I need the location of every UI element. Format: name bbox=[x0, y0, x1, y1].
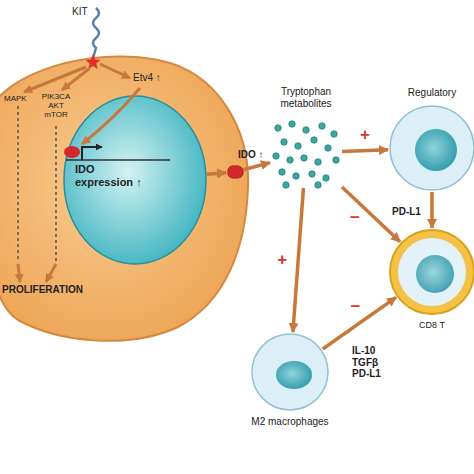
enzyme-blob bbox=[228, 166, 243, 178]
receptor-label: KIT bbox=[72, 6, 88, 18]
metabolite-cluster: Tryptophan metabolites bbox=[270, 118, 342, 188]
promoter-arrow bbox=[82, 147, 102, 160]
pathway-dotted-line bbox=[17, 106, 19, 262]
effect-sign: − bbox=[350, 297, 360, 317]
flow-arrow bbox=[293, 188, 304, 332]
nucleus: IDO expression ↑ bbox=[63, 95, 207, 265]
cell-label: CD8 T bbox=[388, 320, 474, 330]
cell-nucleus bbox=[416, 255, 454, 293]
outcome-label: PROLIFERATION bbox=[2, 284, 83, 296]
cell-body bbox=[390, 230, 474, 314]
cell-nucleus bbox=[276, 361, 312, 389]
effect-sign: + bbox=[277, 250, 287, 270]
cell-body bbox=[390, 106, 474, 190]
cd8-cell: CD8 T bbox=[388, 228, 474, 316]
signal-arrow bbox=[62, 68, 90, 90]
activation-star bbox=[86, 54, 101, 69]
cell-membrane bbox=[0, 57, 248, 341]
etv4-protein bbox=[64, 146, 80, 158]
flow-arrow bbox=[207, 173, 226, 175]
ido-enzyme: IDO ↑ bbox=[226, 165, 244, 179]
signal-arrow bbox=[46, 264, 56, 282]
enzyme-label: IDO ↑ bbox=[238, 149, 264, 161]
pathway-label: MAPK bbox=[4, 94, 27, 103]
macrophage-cell: M2 macrophages bbox=[250, 332, 330, 412]
cell-label: Regulatory bbox=[388, 87, 474, 99]
effect-sign: + bbox=[360, 125, 370, 145]
nuclear-envelope bbox=[64, 96, 206, 264]
ido-enzyme-outline bbox=[226, 165, 244, 179]
signal-label: PD-L1 bbox=[392, 206, 421, 218]
cell-label: M2 macrophages bbox=[230, 416, 350, 428]
treg-cell-outline bbox=[388, 104, 474, 192]
flow-arrow bbox=[323, 297, 396, 349]
etv4-arrow bbox=[82, 88, 140, 144]
flow-arrow bbox=[342, 187, 400, 242]
cell-cytoplasm bbox=[398, 238, 466, 306]
pathway-label: PIK3CA AKT mTOR bbox=[38, 92, 74, 120]
factor-label: Etv4 ↑ bbox=[133, 72, 161, 84]
flow-arrow bbox=[244, 163, 270, 170]
effect-sign: − bbox=[350, 208, 360, 228]
treg-cell: Regulatory bbox=[388, 104, 474, 192]
tumor-cell: KITMAPKPIK3CA AKT mTORPROLIFERATIONEtv4 … bbox=[0, 22, 250, 340]
cell-body bbox=[252, 334, 328, 410]
signal-arrow bbox=[24, 67, 86, 92]
macrophage-cell-outline bbox=[250, 332, 330, 412]
flow-arrow bbox=[342, 150, 388, 152]
expression-label: IDO expression ↑ bbox=[75, 163, 155, 188]
signal-arrow bbox=[18, 264, 20, 282]
kit-receptor bbox=[93, 8, 99, 58]
metabolite-dots bbox=[273, 121, 339, 188]
pathway-dotted-line bbox=[55, 126, 57, 262]
signal-label: IL-10 TGFβ PD-L1 bbox=[352, 345, 392, 380]
cell-nucleus bbox=[415, 129, 457, 171]
dna-strand bbox=[66, 159, 170, 161]
signal-arrow bbox=[100, 64, 130, 78]
metabolite-label: Tryptophan metabolites bbox=[261, 86, 351, 109]
flow-arrow bbox=[430, 192, 434, 228]
cd8-cell-outline bbox=[388, 228, 474, 316]
